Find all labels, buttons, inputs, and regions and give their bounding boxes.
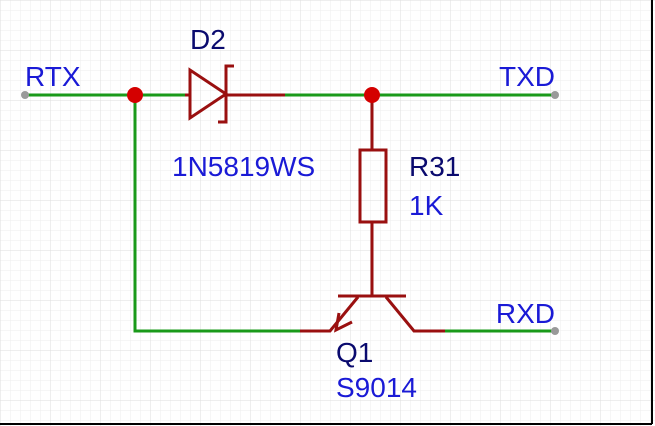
transistor-collector	[384, 296, 445, 333]
diode-triangle	[188, 67, 229, 121]
junction-rtx[interactable]	[127, 87, 143, 103]
junction-txd[interactable]	[364, 87, 380, 103]
net-label-rxd: RXD	[496, 298, 555, 329]
resistor-ref-label: R31	[409, 151, 460, 182]
diode-d2[interactable]	[185, 64, 285, 124]
pin-end-txd[interactable]	[551, 91, 559, 99]
pin-ends	[21, 91, 559, 335]
junctions	[127, 87, 380, 103]
pin-end-rxd[interactable]	[551, 327, 559, 335]
net-label-rtx: RTX	[25, 61, 81, 92]
net-label-txd: TXD	[499, 61, 555, 92]
transistor-emitter	[300, 296, 360, 333]
diode-value-label: 1N5819WS	[172, 151, 315, 182]
transistor-emitter-arrow	[334, 312, 353, 333]
wires	[23, 93, 557, 333]
transistor-q1[interactable]	[300, 262, 445, 333]
resistor-value-label: 1K	[409, 190, 444, 221]
pin-end-rtx[interactable]	[21, 91, 29, 99]
resistor-r31[interactable]	[358, 95, 388, 262]
diode-ref-label: D2	[190, 24, 226, 55]
transistor-ref-label: Q1	[336, 337, 373, 368]
transistor-value-label: S9014	[336, 372, 417, 403]
